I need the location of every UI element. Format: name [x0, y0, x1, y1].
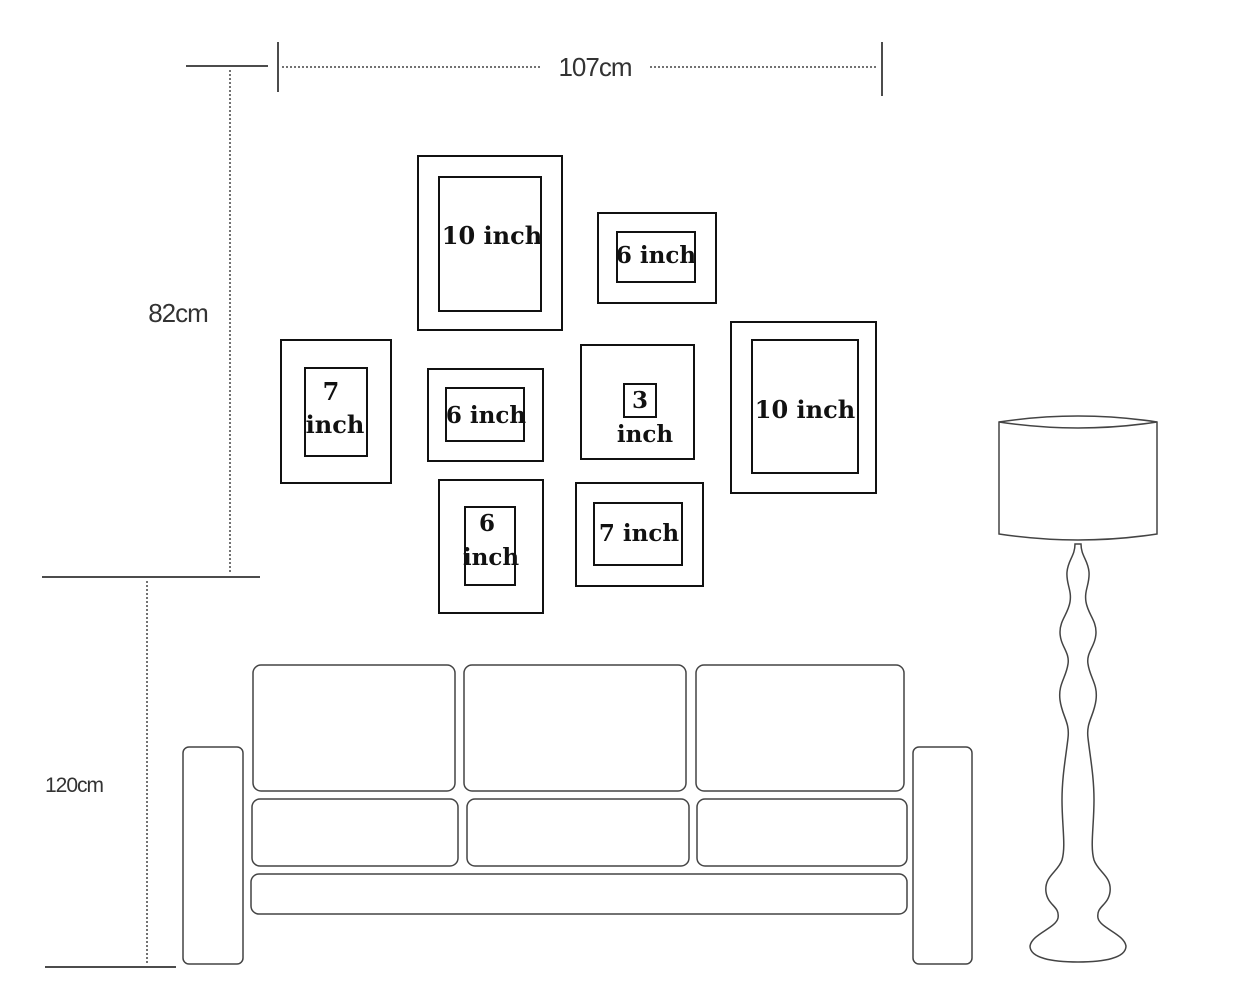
sofa-back-cushion-right: [695, 664, 905, 792]
frame-e-label-line-2: inch: [617, 421, 673, 448]
frame-f-label: 10 inch: [755, 395, 855, 424]
frame-b-mat: [616, 231, 696, 283]
frame-c-label-line-2: inch: [306, 410, 365, 439]
sofa-left-arm: [182, 746, 244, 965]
sofa-back-cushion-left: [252, 664, 456, 792]
frame-d: 6 inch: [427, 368, 544, 462]
sofa-back-cushion-middle: [463, 664, 687, 792]
sofa-seat-cushion-right: [696, 798, 908, 867]
frame-g: 6 inch: [438, 479, 544, 614]
frame-d-label: 6 inch: [446, 402, 526, 429]
width-label: 107cm: [558, 52, 631, 82]
width-dimension: 107cm: [277, 42, 883, 96]
frame-e-mat: [623, 383, 657, 418]
sofa-base: [250, 873, 908, 915]
frame-a-mat: [438, 176, 542, 312]
height-label: 82cm: [148, 298, 208, 328]
height-dimension: 82cm: [42, 65, 268, 578]
frame-c-label-line-1: 7: [323, 377, 340, 406]
floor-lamp-illustration: [998, 415, 1158, 963]
frame-c: 7 inch: [280, 339, 392, 484]
sofa-right-arm: [912, 746, 973, 965]
frame-d-mat: [445, 387, 525, 442]
frame-e-label-line-1: 3: [632, 387, 648, 414]
frame-a-label: 10 inch: [442, 221, 542, 250]
sofa-seat-cushion-left: [251, 798, 459, 867]
frame-c-mat: [304, 367, 368, 457]
frame-f: 10 inch: [730, 321, 877, 494]
sofa-illustration: [182, 664, 973, 965]
floor-label: 120cm: [45, 774, 104, 797]
frame-h: 7 inch: [575, 482, 704, 587]
lamp-stand: [1029, 543, 1127, 963]
frame-g-label-line-2: inch: [463, 544, 519, 571]
frame-e: 3 inch: [580, 344, 695, 460]
frame-g-label-line-1: 6: [479, 510, 495, 537]
frame-b-label: 6 inch: [616, 242, 696, 269]
floor-dimension: 120cm: [45, 581, 176, 968]
frame-h-mat: [593, 502, 683, 566]
frame-h-label: 7 inch: [599, 520, 679, 547]
frame-b: 6 inch: [597, 212, 717, 304]
frame-f-mat: [751, 339, 859, 474]
frame-g-mat: [464, 506, 516, 586]
sofa-seat-cushion-middle: [466, 798, 690, 867]
lamp-shade: [998, 415, 1158, 541]
frame-a: 10 inch: [417, 155, 563, 331]
